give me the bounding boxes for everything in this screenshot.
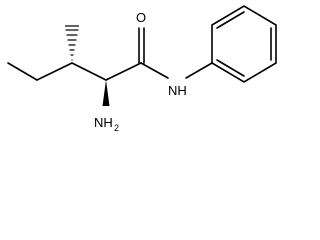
- hashed-wedge-methyl: [65, 25, 79, 61]
- bond-ch3-ch2: [7, 62, 38, 81]
- bond-ch2-ch: [36, 62, 73, 81]
- bond-ch-calpha: [71, 62, 107, 81]
- structure-diagram: O NH NH 2: [7, 5, 277, 133]
- bold-wedge-amine: [102, 80, 110, 106]
- molecule-canvas: O NH NH 2: [7, 5, 277, 133]
- phenyl-ring: [211, 5, 277, 83]
- nh-label: NH: [168, 83, 187, 98]
- bond-nh-phenyl: [185, 62, 213, 79]
- bond-carbonyl-nh: [140, 62, 169, 79]
- oxygen-label: O: [136, 10, 146, 25]
- nh2-subscript: 2: [114, 123, 119, 133]
- nh2-label: NH: [94, 115, 113, 130]
- bond-calpha-carbonyl: [105, 62, 142, 81]
